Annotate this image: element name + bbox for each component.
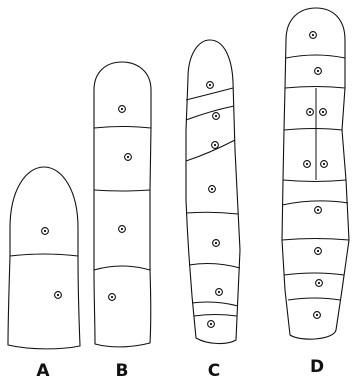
cell-wall	[186, 212, 238, 214]
cell-wall	[192, 302, 238, 306]
filament-b-outline	[94, 62, 151, 347]
cell-wall	[282, 201, 348, 205]
nucleus	[316, 280, 323, 287]
nucleus	[304, 161, 311, 168]
nucleus	[119, 226, 126, 233]
nucleus	[315, 248, 322, 255]
nucleus	[310, 32, 317, 39]
nucleus	[320, 109, 327, 116]
nucleus	[55, 292, 62, 299]
filament-a-outline	[8, 167, 80, 349]
cell-wall	[288, 298, 340, 300]
cell-wall	[10, 254, 78, 256]
nucleus	[315, 68, 322, 75]
nucleus	[321, 161, 328, 168]
cell-wall	[94, 266, 150, 270]
cell-wall	[284, 273, 344, 275]
cell-wall	[186, 140, 235, 161]
nucleus	[109, 294, 116, 301]
label-d: D	[310, 357, 324, 377]
nucleus	[213, 113, 220, 120]
cell-wall	[194, 315, 237, 317]
nucleus	[119, 106, 126, 113]
cell-wall	[186, 88, 233, 100]
cell-wall	[186, 106, 234, 120]
cell-wall	[285, 87, 345, 89]
nucleus	[212, 142, 219, 149]
cell-wall	[94, 190, 150, 191]
nucleus	[207, 82, 214, 89]
label-b: B	[116, 361, 129, 381]
nucleus	[208, 321, 215, 328]
cell-wall	[284, 129, 342, 131]
cell-wall	[94, 127, 151, 129]
filament-b	[94, 62, 151, 347]
nucleus	[307, 109, 314, 116]
nucleus	[314, 312, 321, 319]
nucleus	[216, 289, 223, 296]
label-a: A	[36, 361, 50, 381]
cell-wall	[286, 55, 345, 58]
nucleus	[42, 228, 49, 235]
nucleus	[125, 154, 132, 161]
nucleus	[213, 240, 220, 247]
nucleus	[209, 186, 216, 193]
filament-d	[282, 8, 349, 339]
cell-wall	[282, 239, 349, 241]
filament-a	[8, 167, 80, 349]
filament-c	[186, 40, 240, 344]
nucleus	[315, 207, 322, 214]
cell-wall	[189, 264, 240, 268]
cell-wall	[283, 180, 346, 182]
label-c: C	[208, 361, 220, 381]
